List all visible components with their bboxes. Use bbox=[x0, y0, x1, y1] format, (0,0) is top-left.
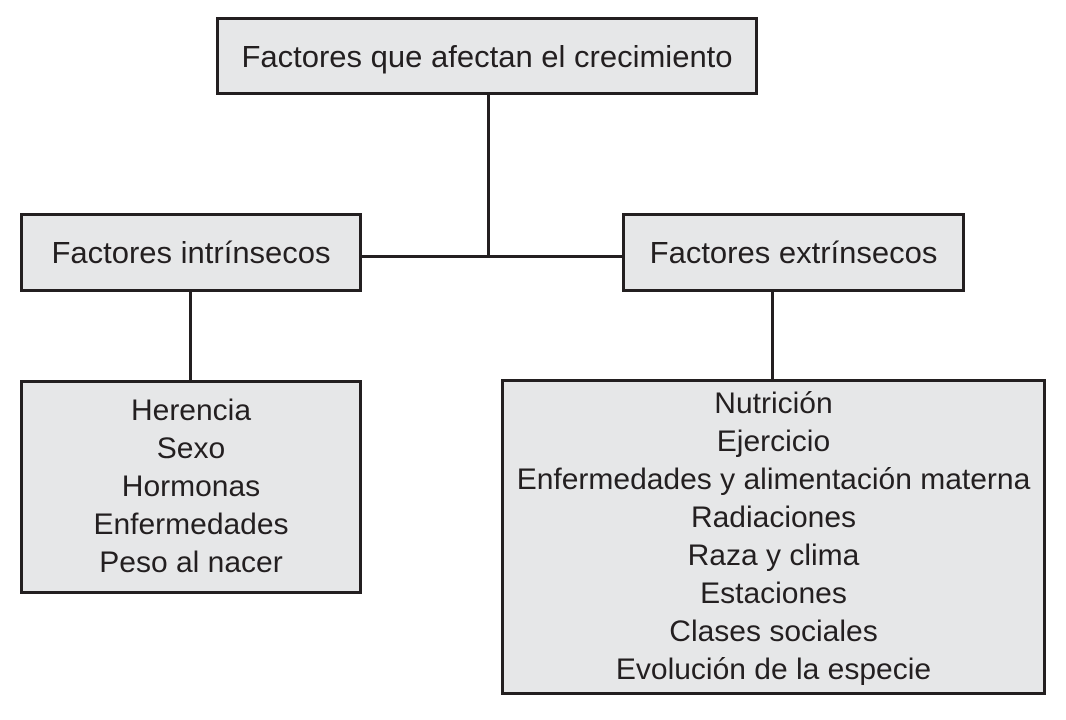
list-item: Enfermedades y alimentación materna bbox=[516, 462, 1031, 496]
list-item: Sexo bbox=[156, 431, 226, 465]
list-item: Estaciones bbox=[700, 577, 847, 611]
connector-split-horizontal bbox=[362, 255, 622, 258]
node-root: Factores que afectan el crecimiento bbox=[216, 17, 758, 95]
list-item: Evolución de la especie bbox=[615, 653, 932, 687]
list-item: Hormonas bbox=[121, 469, 261, 503]
connector-extrinsic-to-list bbox=[771, 292, 774, 379]
connector-intrinsic-to-list bbox=[189, 292, 192, 380]
node-root-label: Factores que afectan el crecimiento bbox=[241, 38, 733, 74]
node-intrinsic-factors-label: Factores intrínsecos bbox=[51, 235, 331, 270]
list-item: Clases sociales bbox=[669, 615, 878, 649]
list-item: Nutrición bbox=[714, 386, 833, 420]
list-item: Ejercicio bbox=[716, 424, 831, 458]
list-item: Radiaciones bbox=[690, 500, 857, 534]
list-item: Enfermedades bbox=[93, 508, 289, 542]
list-item: Peso al nacer bbox=[99, 546, 283, 580]
node-extrinsic-factors-label: Factores extrínsecos bbox=[649, 235, 938, 270]
list-item: Raza y clima bbox=[687, 539, 860, 572]
node-extrinsic-factors: Factores extrínsecos bbox=[622, 213, 965, 292]
node-intrinsic-factors: Factores intrínsecos bbox=[20, 213, 362, 292]
list-item: Herencia bbox=[130, 393, 252, 427]
connector-root-to-split bbox=[487, 95, 490, 258]
